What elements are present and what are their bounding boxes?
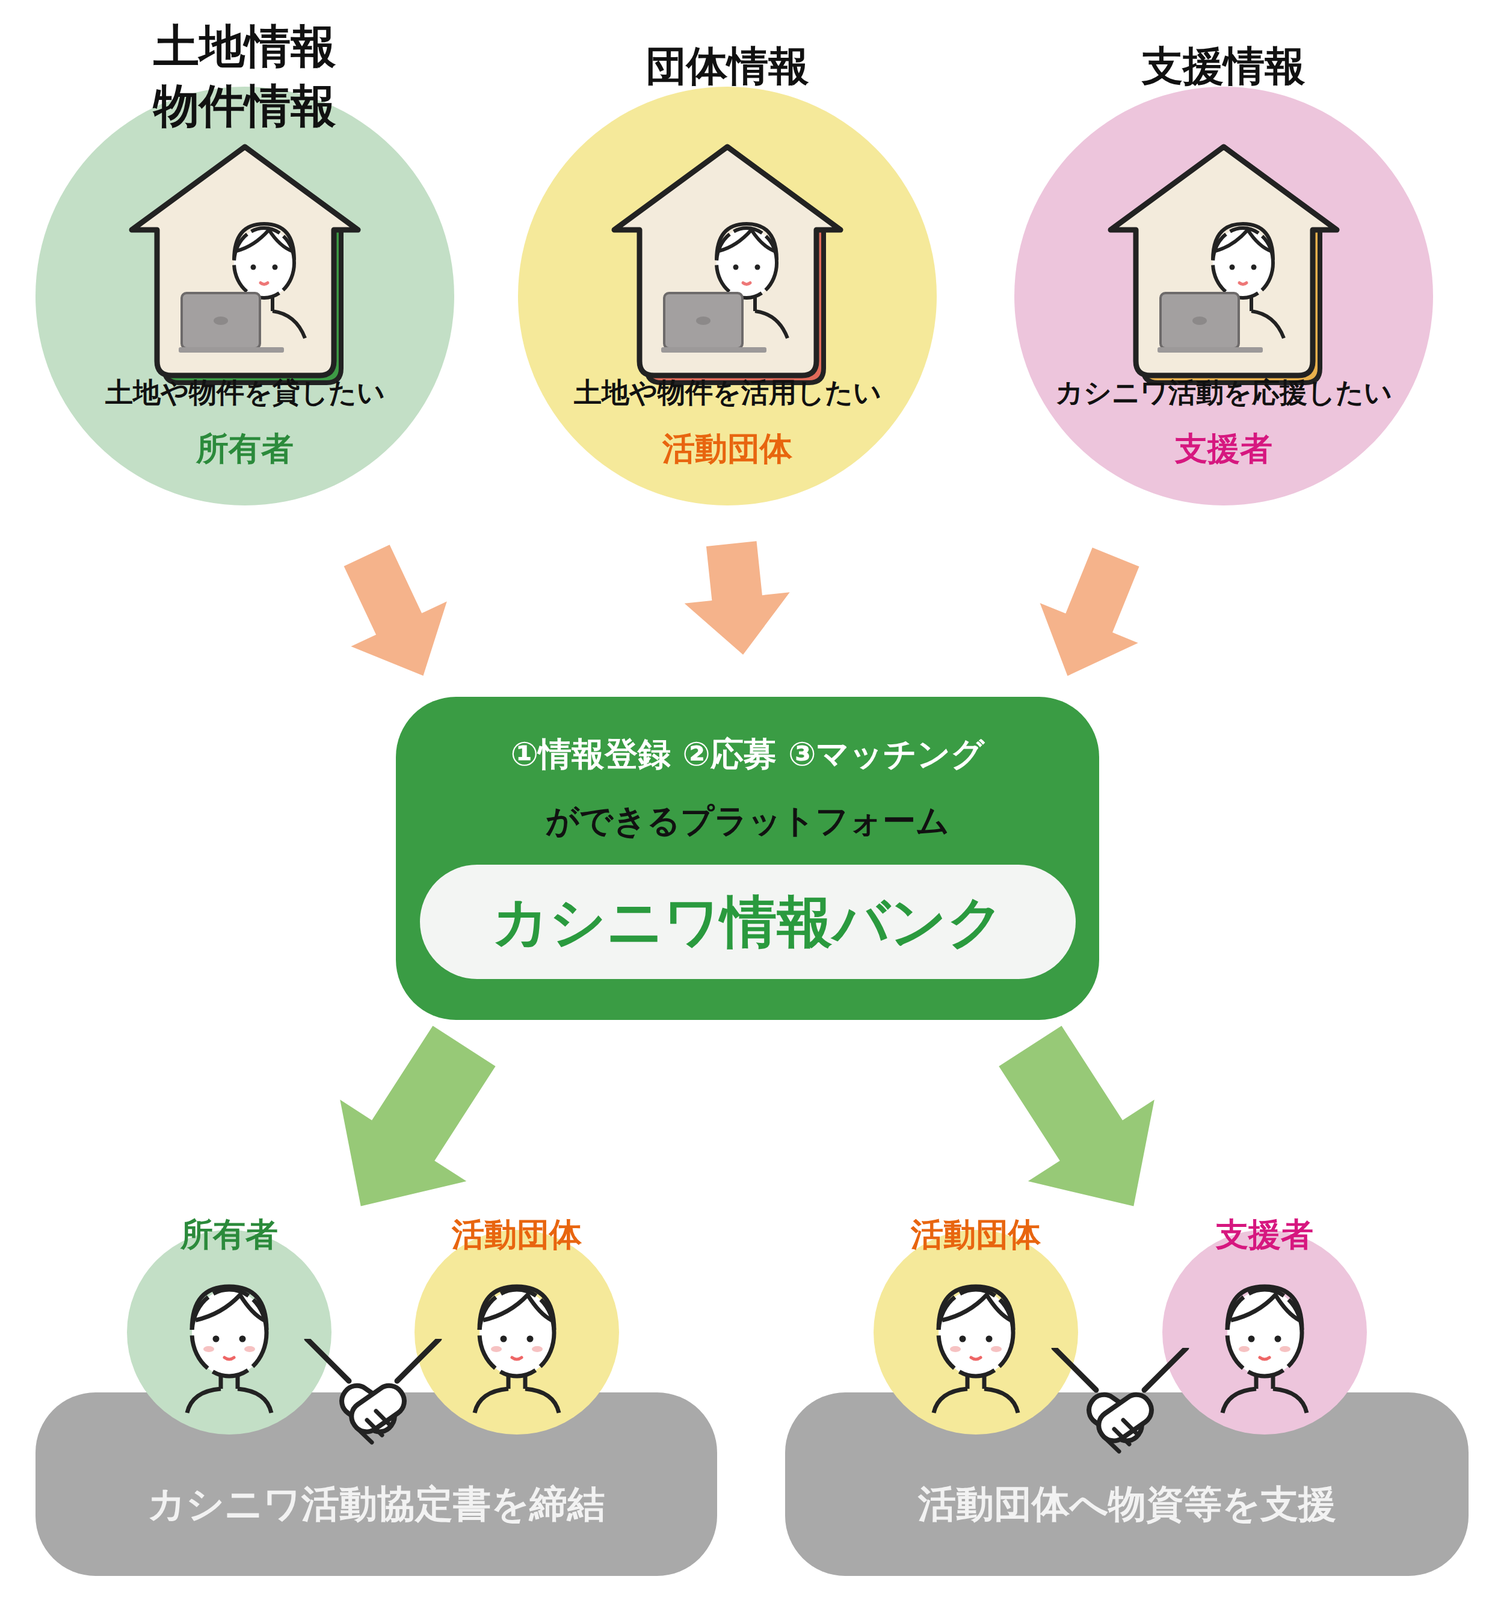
block-arrow bbox=[998, 1025, 1155, 1207]
node-heading: 土地情報 物件情報 bbox=[142, 16, 348, 136]
node-label: カシニワ情報バンク bbox=[419, 885, 1076, 959]
platform-box: ①情報登録 ②応募 ③マッチングができるプラットフォームカシニワ情報バンク bbox=[395, 696, 1100, 1020]
node-label: 所有者 bbox=[126, 1213, 332, 1256]
node-label: 支援者 bbox=[1014, 427, 1434, 470]
node-label: 土地や物件を活用したい bbox=[517, 374, 937, 411]
supporter-circle-small: 支援者 bbox=[1162, 1229, 1367, 1435]
node-label: 所有者 bbox=[35, 427, 455, 470]
block-arrow bbox=[684, 540, 790, 655]
agreement-band: カシニワ活動協定書を締結 bbox=[35, 1392, 718, 1576]
block-arrow bbox=[1040, 547, 1140, 676]
node-label: 活動団体 bbox=[873, 1213, 1079, 1256]
node-label: カシニワ活動協定書を締結 bbox=[35, 1479, 718, 1529]
group-circle-small: 活動団体 bbox=[873, 1229, 1079, 1435]
node-heading: 団体情報 bbox=[517, 39, 937, 93]
node-label: 活動団体 bbox=[414, 1213, 620, 1256]
node-heading: 支援情報 bbox=[1014, 39, 1434, 93]
block-arrow bbox=[339, 1025, 496, 1207]
node-label: カシニワ活動を応援したい bbox=[1014, 374, 1434, 411]
node-label: ができるプラットフォーム bbox=[395, 799, 1100, 843]
owner-circle-small: 所有者 bbox=[126, 1229, 332, 1435]
block-arrow bbox=[344, 544, 448, 676]
node-label: 土地や物件を貸したい bbox=[35, 374, 455, 411]
owner-circle: 土地情報 物件情報土地や物件を貸したい所有者 bbox=[35, 86, 455, 506]
node-label: 活動団体へ物資等を支援 bbox=[785, 1479, 1469, 1529]
node-label: 活動団体 bbox=[517, 427, 937, 470]
support-band: 活動団体へ物資等を支援 bbox=[785, 1392, 1469, 1576]
node-label: 支援者 bbox=[1162, 1213, 1367, 1256]
group-circle: 団体情報土地や物件を活用したい活動団体 bbox=[517, 86, 937, 506]
group-circle-small: 活動団体 bbox=[414, 1229, 620, 1435]
bank-name-pill: カシニワ情報バンク bbox=[419, 864, 1076, 979]
supporter-circle: 支援情報カシニワ活動を応援したい支援者 bbox=[1014, 86, 1434, 506]
node-label: ①情報登録 ②応募 ③マッチング bbox=[395, 732, 1100, 777]
